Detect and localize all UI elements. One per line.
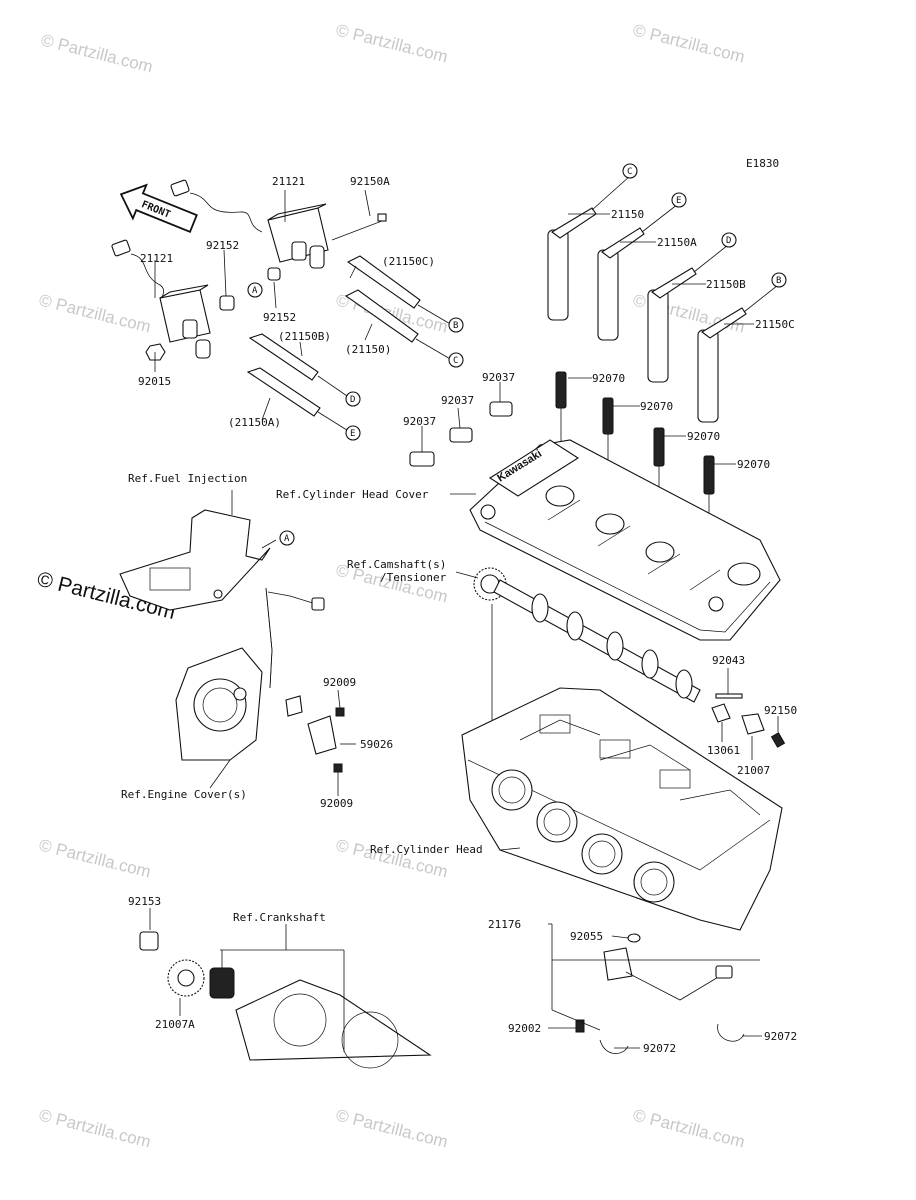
- watermark: © Partzilla.com: [39, 30, 155, 76]
- plug-cap-21150B-right: [647, 244, 729, 383]
- label-21150a: 21150A: [657, 236, 697, 249]
- label-92150: 92150: [764, 704, 797, 717]
- label-21150b: 21150B: [706, 278, 746, 291]
- engine-cover: [175, 647, 263, 761]
- label-92070: 92070: [640, 400, 673, 413]
- cylinder-head: [461, 687, 783, 931]
- ignition-coil-front: [111, 239, 211, 359]
- label-21150: 21150: [611, 208, 644, 221]
- label-ref-engine-covers: Ref.Engine Cover(s): [121, 788, 247, 801]
- label-21150-paren: (21150): [345, 343, 391, 356]
- plug-cap-21150B: [248, 333, 351, 399]
- label-92002: 92002: [508, 1022, 541, 1035]
- circle-letter-b: B: [453, 321, 458, 331]
- label-92152: 92152: [206, 239, 239, 252]
- sensor-21176: [575, 933, 745, 1054]
- label-ref-cylinder-head: Ref.Cylinder Head: [370, 843, 483, 856]
- camshaft: [473, 567, 701, 720]
- plug-cap-21150C-right: [697, 284, 779, 423]
- label-92037: 92037: [403, 415, 436, 428]
- label-92072: 92072: [643, 1042, 676, 1055]
- crankshaft: [139, 931, 432, 1069]
- cylinder-head-cover: Kawasaki: [469, 439, 781, 641]
- collar-92152-a: [219, 295, 235, 311]
- bolt-92150A: [331, 213, 387, 241]
- plug-cap-21150C: [346, 255, 453, 326]
- label-92070: 92070: [592, 372, 625, 385]
- label-21150c: 21150C: [755, 318, 795, 331]
- label-21121: 21121: [140, 252, 173, 265]
- clamps-92037: [409, 401, 513, 467]
- collar-92152-b: [267, 267, 281, 281]
- nut-92015: [145, 343, 166, 361]
- label-92055: 92055: [570, 930, 603, 943]
- label-21150a-paren: (21150A): [228, 416, 281, 429]
- circle-letter-e: E: [676, 196, 681, 206]
- label-92070: 92070: [687, 430, 720, 443]
- label-59026: 59026: [360, 738, 393, 751]
- label-92150A: 92150A: [350, 175, 390, 188]
- label-92072: 92072: [764, 1030, 797, 1043]
- watermark: © Partzilla.com: [37, 1105, 153, 1151]
- circle-letter-d: D: [726, 236, 731, 246]
- circle-letter-b: B: [776, 276, 781, 286]
- diagram-code: E1830: [746, 157, 779, 170]
- label-21176: 21176: [488, 918, 521, 931]
- circle-letter-c: C: [627, 167, 632, 177]
- label-92009: 92009: [320, 797, 353, 810]
- label-92037: 92037: [441, 394, 474, 407]
- label-21150c-paren: (21150C): [382, 255, 435, 268]
- watermark: © Partzilla.com: [334, 1105, 450, 1151]
- camshaft-small-parts: [711, 693, 786, 748]
- label-13061: 13061: [707, 744, 740, 757]
- watermark: © Partzilla.com: [37, 835, 153, 881]
- circle-letter-d: D: [350, 395, 355, 405]
- leader-lines: [149, 189, 779, 1052]
- plug-cap-21150A-right: [597, 203, 679, 341]
- circle-letter-a: A: [252, 286, 258, 296]
- plug-cap-21150: [344, 289, 453, 361]
- label-ref-crankshaft: Ref.Crankshaft: [233, 911, 326, 924]
- label-92153: 92153: [128, 895, 161, 908]
- label-ref-cylinder-head-cover: Ref.Cylinder Head Cover: [276, 488, 429, 501]
- watermark: © Partzilla.com: [37, 290, 153, 336]
- watermark: © Partzilla.com: [631, 1105, 747, 1151]
- label-92043: 92043: [712, 654, 745, 667]
- label-21007: 21007: [737, 764, 770, 777]
- label-92037: 92037: [482, 371, 515, 384]
- label-92070: 92070: [737, 458, 770, 471]
- front-arrow-icon: FRONT: [119, 183, 198, 234]
- plug-cap-21150A: [246, 367, 351, 433]
- label-92015: 92015: [138, 375, 171, 388]
- label-ref-camshaft: Ref.Camshaft(s): [347, 558, 446, 571]
- label-21150b-paren: (21150B): [278, 330, 331, 343]
- spark-plugs-92070: [555, 371, 715, 540]
- label-21007a: 21007A: [155, 1018, 195, 1031]
- label-92009: 92009: [323, 676, 356, 689]
- circle-letter-a: A: [284, 534, 290, 544]
- circle-letter-e: E: [350, 429, 355, 439]
- fuel-injection-bracket: [119, 509, 271, 611]
- plug-cap-21150-right: [547, 175, 631, 321]
- part-labels: 21121 92150A 21121 92152 (21150C) 92152 …: [121, 175, 797, 1055]
- label-92152: 92152: [263, 311, 296, 324]
- label-ref-tensioner: /Tensioner: [380, 571, 447, 584]
- watermark: © Partzilla.com: [334, 20, 450, 66]
- label-ref-fuel-injection: Ref.Fuel Injection: [128, 472, 247, 485]
- watermark: © Partzilla.com: [631, 20, 747, 66]
- ignition-coil-rear: [170, 179, 329, 269]
- circle-letter-c: C: [453, 356, 458, 366]
- reference-circles: A B C D E C E D B A: [247, 163, 787, 546]
- label-21121: 21121: [272, 175, 305, 188]
